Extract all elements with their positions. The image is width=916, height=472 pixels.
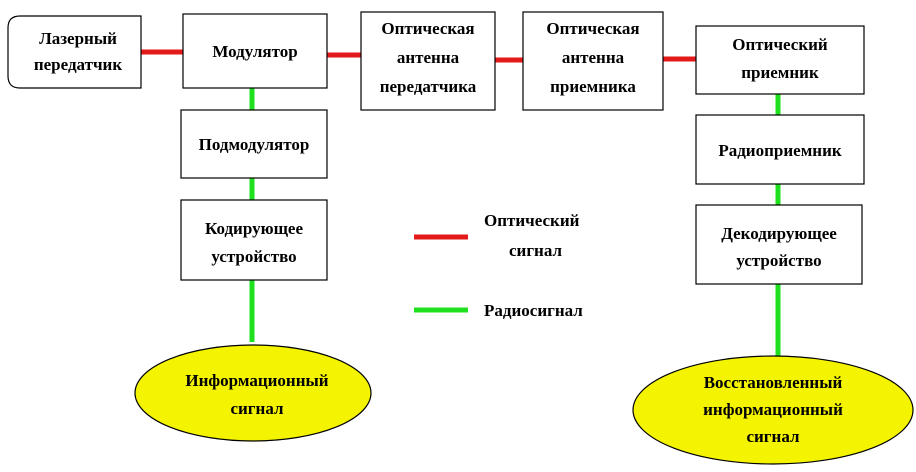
encoder-block: Кодирующее устройство — [180, 199, 328, 281]
optical-antenna-receiver-label-line-1: Оптическая — [546, 19, 639, 38]
optical-antenna-receiver-label-line-2: антенна — [562, 48, 625, 67]
information-signal-label-line-1: Информационный — [185, 371, 328, 390]
laser-transmitter-label-line-1: Лазерный — [39, 29, 117, 48]
modulator-block: Модулятор — [182, 13, 328, 89]
restored-signal-label-line-1: Восстановленный — [704, 373, 843, 392]
submodulator-block: Подмодулятор — [180, 109, 328, 179]
information-signal-label-line-2: сигнал — [230, 399, 284, 418]
optical-antenna-receiver-label-line-3: приемника — [550, 77, 636, 96]
restored-information-signal-ellipse: Восстановленный информационный сигнал — [632, 355, 914, 465]
legend: Оптический сигнал Радиосигнал — [414, 211, 583, 320]
radio-receiver-label: Радиоприемник — [718, 141, 842, 160]
decoder-block: Декодирующее устройство — [695, 204, 863, 285]
encoder-label-line-2: устройство — [211, 247, 296, 266]
submodulator-label: Подмодулятор — [199, 135, 310, 154]
optical-receiver-label-line-1: Оптический — [732, 35, 828, 54]
optical-antenna-receiver-block: Оптическая антенна приемника — [522, 11, 664, 111]
laser-transmitter-block: Лазерный передатчик — [7, 15, 142, 89]
decoder-label-line-1: Декодирующее — [721, 224, 837, 243]
encoder-label-line-1: Кодирующее — [205, 219, 304, 238]
optical-antenna-transmitter-label-line-2: антенна — [397, 48, 460, 67]
legend-optical-label-line-2: сигнал — [509, 241, 563, 260]
restored-signal-label-line-3: сигнал — [746, 427, 800, 446]
optical-receiver-label-line-2: приемник — [741, 63, 819, 82]
optical-receiver-block: Оптический приемник — [695, 25, 865, 95]
legend-radio-label: Радиосигнал — [484, 301, 583, 320]
radio-receiver-block: Радиоприемник — [695, 114, 865, 185]
modulator-label: Модулятор — [212, 42, 297, 61]
optical-antenna-transmitter-block: Оптическая антенна передатчика — [360, 11, 496, 111]
legend-optical-label-line-1: Оптический — [484, 211, 580, 230]
restored-signal-label-line-2: информационный — [703, 400, 843, 419]
information-signal-ellipse: Информационный сигнал — [134, 344, 372, 442]
optical-antenna-transmitter-label-line-1: Оптическая — [381, 19, 474, 38]
decoder-label-line-2: устройство — [736, 251, 821, 270]
laser-transmitter-label-line-2: передатчик — [34, 55, 123, 74]
optical-antenna-transmitter-label-line-3: передатчика — [380, 77, 477, 96]
